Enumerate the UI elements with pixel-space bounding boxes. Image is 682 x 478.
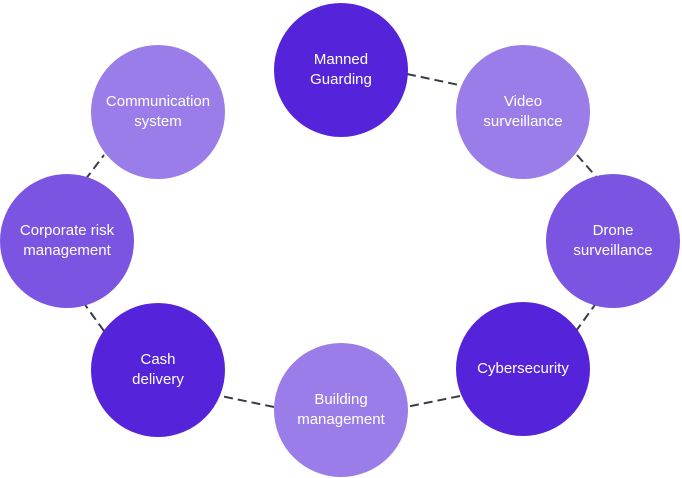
node-communication-system: Communication system [91,45,225,179]
node-corporate-risk-management: Corporate risk management [0,174,134,308]
node-cash-delivery-label: Cash delivery [132,351,184,388]
node-drone-surveillance: Drone surveillance [546,174,680,308]
connector-cybersecurity-to-building-management [405,395,461,408]
node-corporate-risk-management-label: Corporate risk management [19,222,115,259]
connector-corporate-risk-management-to-communication-system [84,154,105,181]
node-drone-surveillance-label: Drone surveillance [573,222,653,259]
node-building-management: Building management [274,343,408,477]
connector-video-surveillance-to-drone-surveillance [576,154,600,181]
node-manned-guarding-label: Manned Guarding [310,51,372,88]
node-manned-guarding: Manned Guarding [274,3,408,137]
connector-building-management-to-cash-delivery [220,395,275,408]
connector-manned-guarding-to-video-surveillance [406,73,460,86]
node-cash-delivery: Cash delivery [91,303,225,437]
node-communication-system-label: Communication system [105,93,211,130]
node-building-management-label: Building management [297,391,385,428]
node-video-surveillance: Video surveillance [456,45,590,179]
node-cybersecurity: Cybersecurity [456,302,590,436]
connector-drone-surveillance-to-cybersecurity [575,301,598,332]
connector-cash-delivery-to-corporate-risk-management [82,301,105,332]
node-cybersecurity-label: Cybersecurity [477,360,569,377]
node-video-surveillance-label: Video surveillance [483,93,563,130]
